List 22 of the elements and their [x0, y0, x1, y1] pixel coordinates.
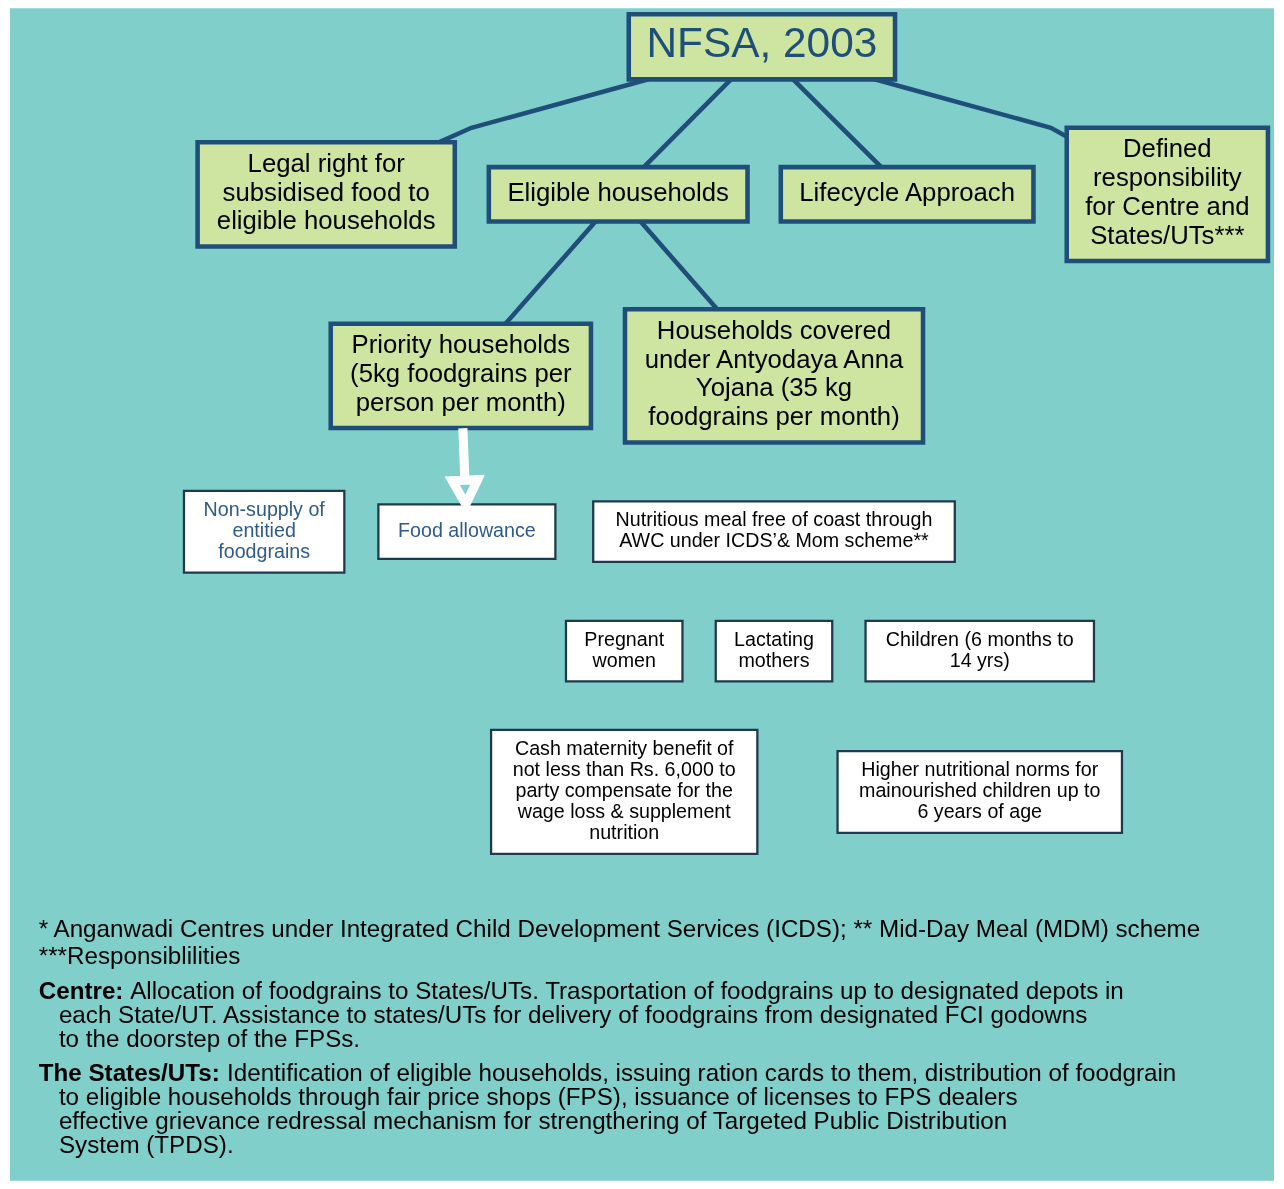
- label: to the doorstep of the FPSs.: [58, 1025, 361, 1053]
- node-box: Non-supply of entitied foodgrains: [182, 489, 346, 574]
- node-box: Lifecycle Approach: [778, 164, 1036, 224]
- node-box: Households covered under Antyodaya Anna Yojana (35 kg foodgrains per month): [622, 307, 926, 445]
- node-box: Lactating mothers: [714, 619, 834, 683]
- node-box: Children (6 months to 14 yrs): [864, 619, 1096, 683]
- node-box: Eligible households: [486, 164, 750, 224]
- node-box: NFSA, 2003: [626, 12, 898, 82]
- label: Allocation of foodgrains to States/UTs. Trasportation of foodgrains up to designated depots in: [130, 976, 1124, 1004]
- label: Centre:: [38, 976, 124, 1004]
- connector: [504, 220, 597, 325]
- label: The States/UTs:: [38, 1058, 220, 1086]
- node-box: Nutritious meal free of coast through AWC under ICDS’& Mom scheme**: [592, 500, 956, 564]
- node-box: Defined responsibility for Centre and States/UTs***: [1064, 125, 1271, 264]
- node-box: Priority households (5kg foodgrains per person per month): [328, 321, 594, 431]
- label: * Anganwadi Centres under Integrated Child Development Services (ICDS); ** Mid-Day Meal (MDM) scheme ***Responsiblilities: [38, 914, 1201, 970]
- label: Identification of eligible households, issuing ration cards to them, distribution of foodgrain: [227, 1058, 1177, 1086]
- node-box: Food allowance: [377, 503, 557, 561]
- node-box: Cash maternity benefit of not less than Rs. 6,000 to party compensate for the wage loss & supplement nutrition: [489, 728, 759, 856]
- node-box: Legal right for subsidised food to eligible households: [195, 139, 458, 249]
- node-box: Pregnant women: [564, 619, 684, 683]
- node-box: Higher nutritional norms for mainourished children up to 6 years of age: [836, 749, 1124, 834]
